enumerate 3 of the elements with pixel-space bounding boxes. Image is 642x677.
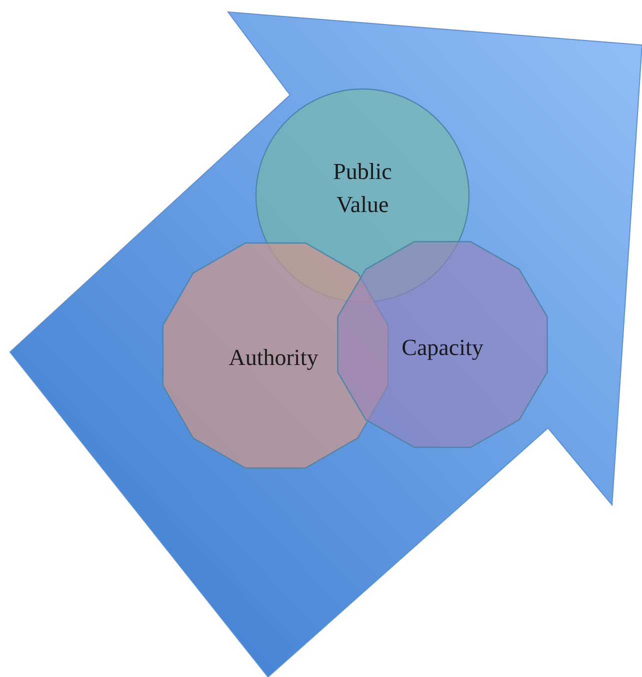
shape-label: Capacity (400, 334, 484, 362)
shape-label: Authority (228, 344, 320, 372)
shape-label: Public Value (332, 158, 393, 218)
